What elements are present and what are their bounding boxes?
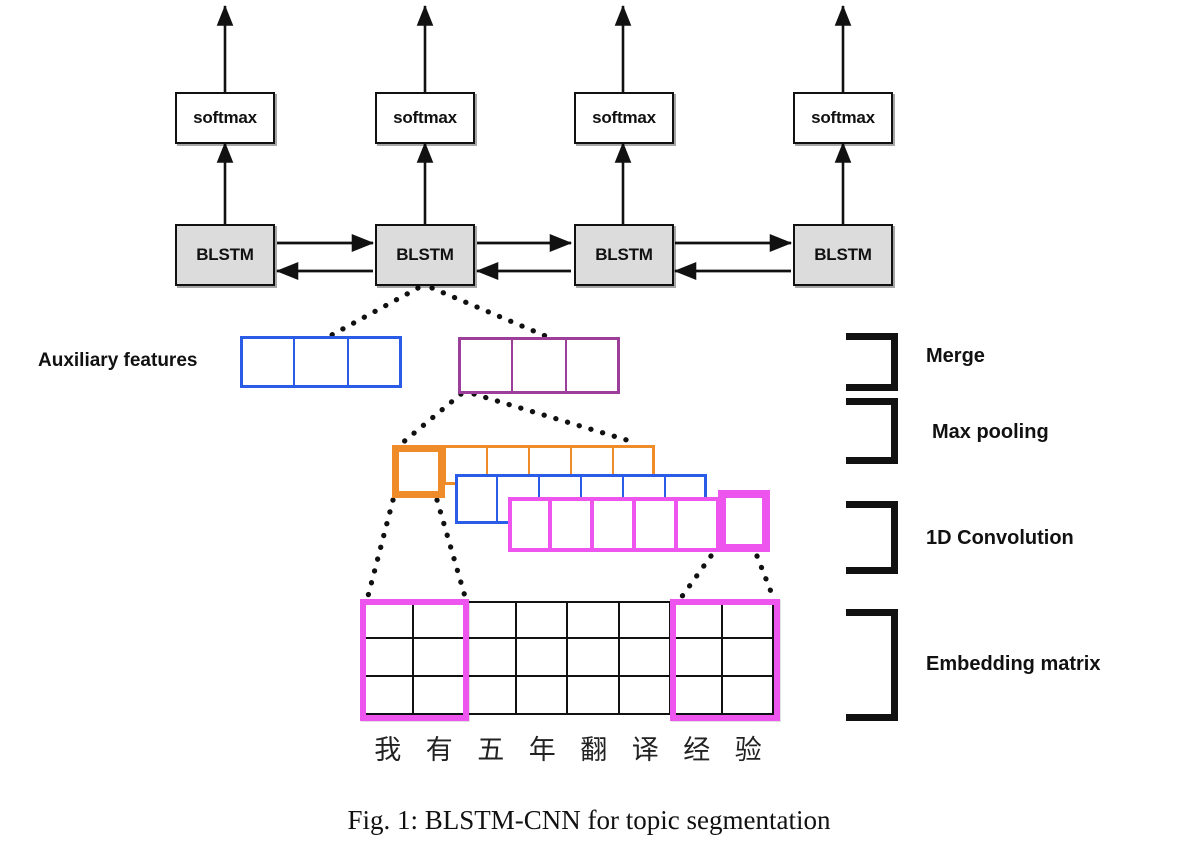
- input-token: 验: [734, 735, 762, 766]
- stage-label-embedding-matrix: Embedding matrix: [926, 653, 1101, 675]
- blstm-box-2: BLSTM: [375, 224, 475, 286]
- input-token-row: 我 有 五 年 翻 译 经 验: [362, 728, 774, 767]
- merged-feature-strip: [458, 337, 620, 394]
- matrix-cell: [413, 601, 465, 639]
- matrix-cell: [619, 677, 671, 715]
- bracket-embedding-matrix: [846, 609, 898, 721]
- matrix-cell: [413, 639, 465, 677]
- conv-cell: [592, 497, 634, 552]
- input-token: 经: [683, 735, 711, 766]
- stage-label-max-pooling: Max pooling: [932, 421, 1049, 443]
- conv-strip-magenta: [508, 490, 770, 552]
- matrix-cell: [516, 639, 568, 677]
- matrix-cell: [568, 601, 620, 639]
- conv-cell: [550, 497, 592, 552]
- blstm-label: BLSTM: [595, 245, 653, 264]
- matrix-cell: [362, 677, 414, 715]
- matrix-cell: [568, 639, 620, 677]
- matrix-cell: [671, 677, 723, 715]
- matrix-cell: [465, 639, 517, 677]
- softmax-box-1: softmax: [175, 92, 275, 144]
- merge-cell: [566, 337, 620, 394]
- bracket-max-pooling: [846, 398, 898, 464]
- matrix-cell: [362, 601, 414, 639]
- aux-cell: [348, 336, 402, 388]
- matrix-cell: [722, 601, 774, 639]
- input-token: 翻: [580, 735, 608, 766]
- conv-cell: [508, 497, 550, 552]
- matrix-cell: [516, 601, 568, 639]
- softmax-label: softmax: [193, 108, 257, 127]
- aux-cell: [294, 336, 348, 388]
- matrix-cell: [722, 639, 774, 677]
- input-token: 我: [374, 735, 402, 766]
- aux-cell: [240, 336, 294, 388]
- matrix-cell: [722, 677, 774, 715]
- matrix-cell: [671, 601, 723, 639]
- softmax-label: softmax: [811, 108, 875, 127]
- softmax-box-3: softmax: [574, 92, 674, 144]
- matrix-cell: [619, 601, 671, 639]
- matrix-cell: [619, 639, 671, 677]
- bracket-1d-convolution: [846, 501, 898, 574]
- matrix-cell: [516, 677, 568, 715]
- input-token: 有: [425, 735, 453, 766]
- matrix-cell: [671, 639, 723, 677]
- conv-cell-active: [718, 490, 770, 552]
- figure-caption: Fig. 1: BLSTM-CNN for topic segmentation: [347, 805, 831, 835]
- input-token: 译: [631, 735, 659, 766]
- blstm-label: BLSTM: [814, 245, 872, 264]
- merge-cell: [458, 337, 512, 394]
- blstm-box-3: BLSTM: [574, 224, 674, 286]
- blstm-label: BLSTM: [396, 245, 454, 264]
- embedding-matrix: [362, 601, 774, 715]
- conv-cell: [634, 497, 676, 552]
- softmax-label: softmax: [592, 108, 656, 127]
- softmax-label: softmax: [393, 108, 457, 127]
- auxiliary-feature-strip: [240, 336, 402, 388]
- softmax-box-4: softmax: [793, 92, 893, 144]
- bracket-merge: [846, 333, 898, 391]
- matrix-row: [362, 677, 774, 715]
- auxiliary-features-label: Auxiliary features: [38, 350, 198, 371]
- matrix-row: [362, 601, 774, 639]
- input-token: 五: [477, 735, 505, 766]
- conv-cell-active: [392, 445, 445, 498]
- matrix-cell: [568, 677, 620, 715]
- matrix-cell: [465, 677, 517, 715]
- stage-label-merge: Merge: [926, 345, 985, 367]
- stage-label-1d-convolution: 1D Convolution: [926, 527, 1074, 549]
- matrix-cell: [413, 677, 465, 715]
- blstm-box-4: BLSTM: [793, 224, 893, 286]
- blstm-box-1: BLSTM: [175, 224, 275, 286]
- input-token: 年: [528, 735, 556, 766]
- matrix-row: [362, 639, 774, 677]
- softmax-box-2: softmax: [375, 92, 475, 144]
- blstm-label: BLSTM: [196, 245, 254, 264]
- matrix-cell: [362, 639, 414, 677]
- merge-cell: [512, 337, 566, 394]
- matrix-cell: [465, 601, 517, 639]
- conv-cell: [455, 474, 497, 524]
- conv-cell: [676, 497, 718, 552]
